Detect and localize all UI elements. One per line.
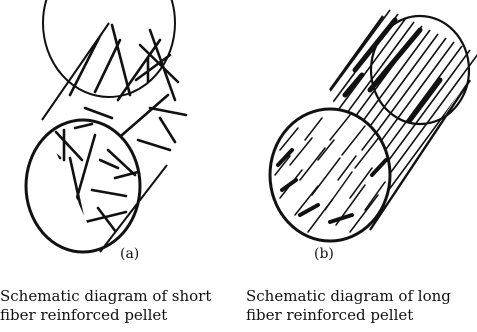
pellet-b-front-face bbox=[268, 107, 392, 243]
short-fiber-pellet bbox=[24, 0, 188, 254]
pellet-a-bottom-edge bbox=[99, 164, 168, 253]
panel-a-caption-line2: fiber reinforced pellet bbox=[0, 306, 168, 324]
long-fiber-pellet bbox=[268, 1, 477, 243]
panel-b-label: (b) bbox=[314, 246, 334, 262]
panel-b-caption-line1: Schematic diagram of long bbox=[246, 287, 451, 305]
pellet-b-top-edge bbox=[329, 15, 384, 91]
dark-face-marks bbox=[276, 148, 388, 224]
panel-b-caption-line2: fiber reinforced pellet bbox=[246, 306, 414, 324]
panel-b-caption: Schematic diagram of long fiber reinforc… bbox=[246, 287, 451, 325]
short-fibers bbox=[42, 23, 188, 242]
panel-a-label: (a) bbox=[120, 246, 140, 262]
pellet-a-far-cap bbox=[42, 0, 176, 98]
pellet-b-far-cap bbox=[369, 14, 471, 126]
pellet-b-bottom-edge bbox=[369, 79, 471, 231]
panel-a-caption-line1: Schematic diagram of short bbox=[0, 287, 212, 305]
panel-a-caption: Schematic diagram of short fiber reinfor… bbox=[0, 287, 211, 325]
pellet-a-front-face bbox=[24, 118, 142, 254]
